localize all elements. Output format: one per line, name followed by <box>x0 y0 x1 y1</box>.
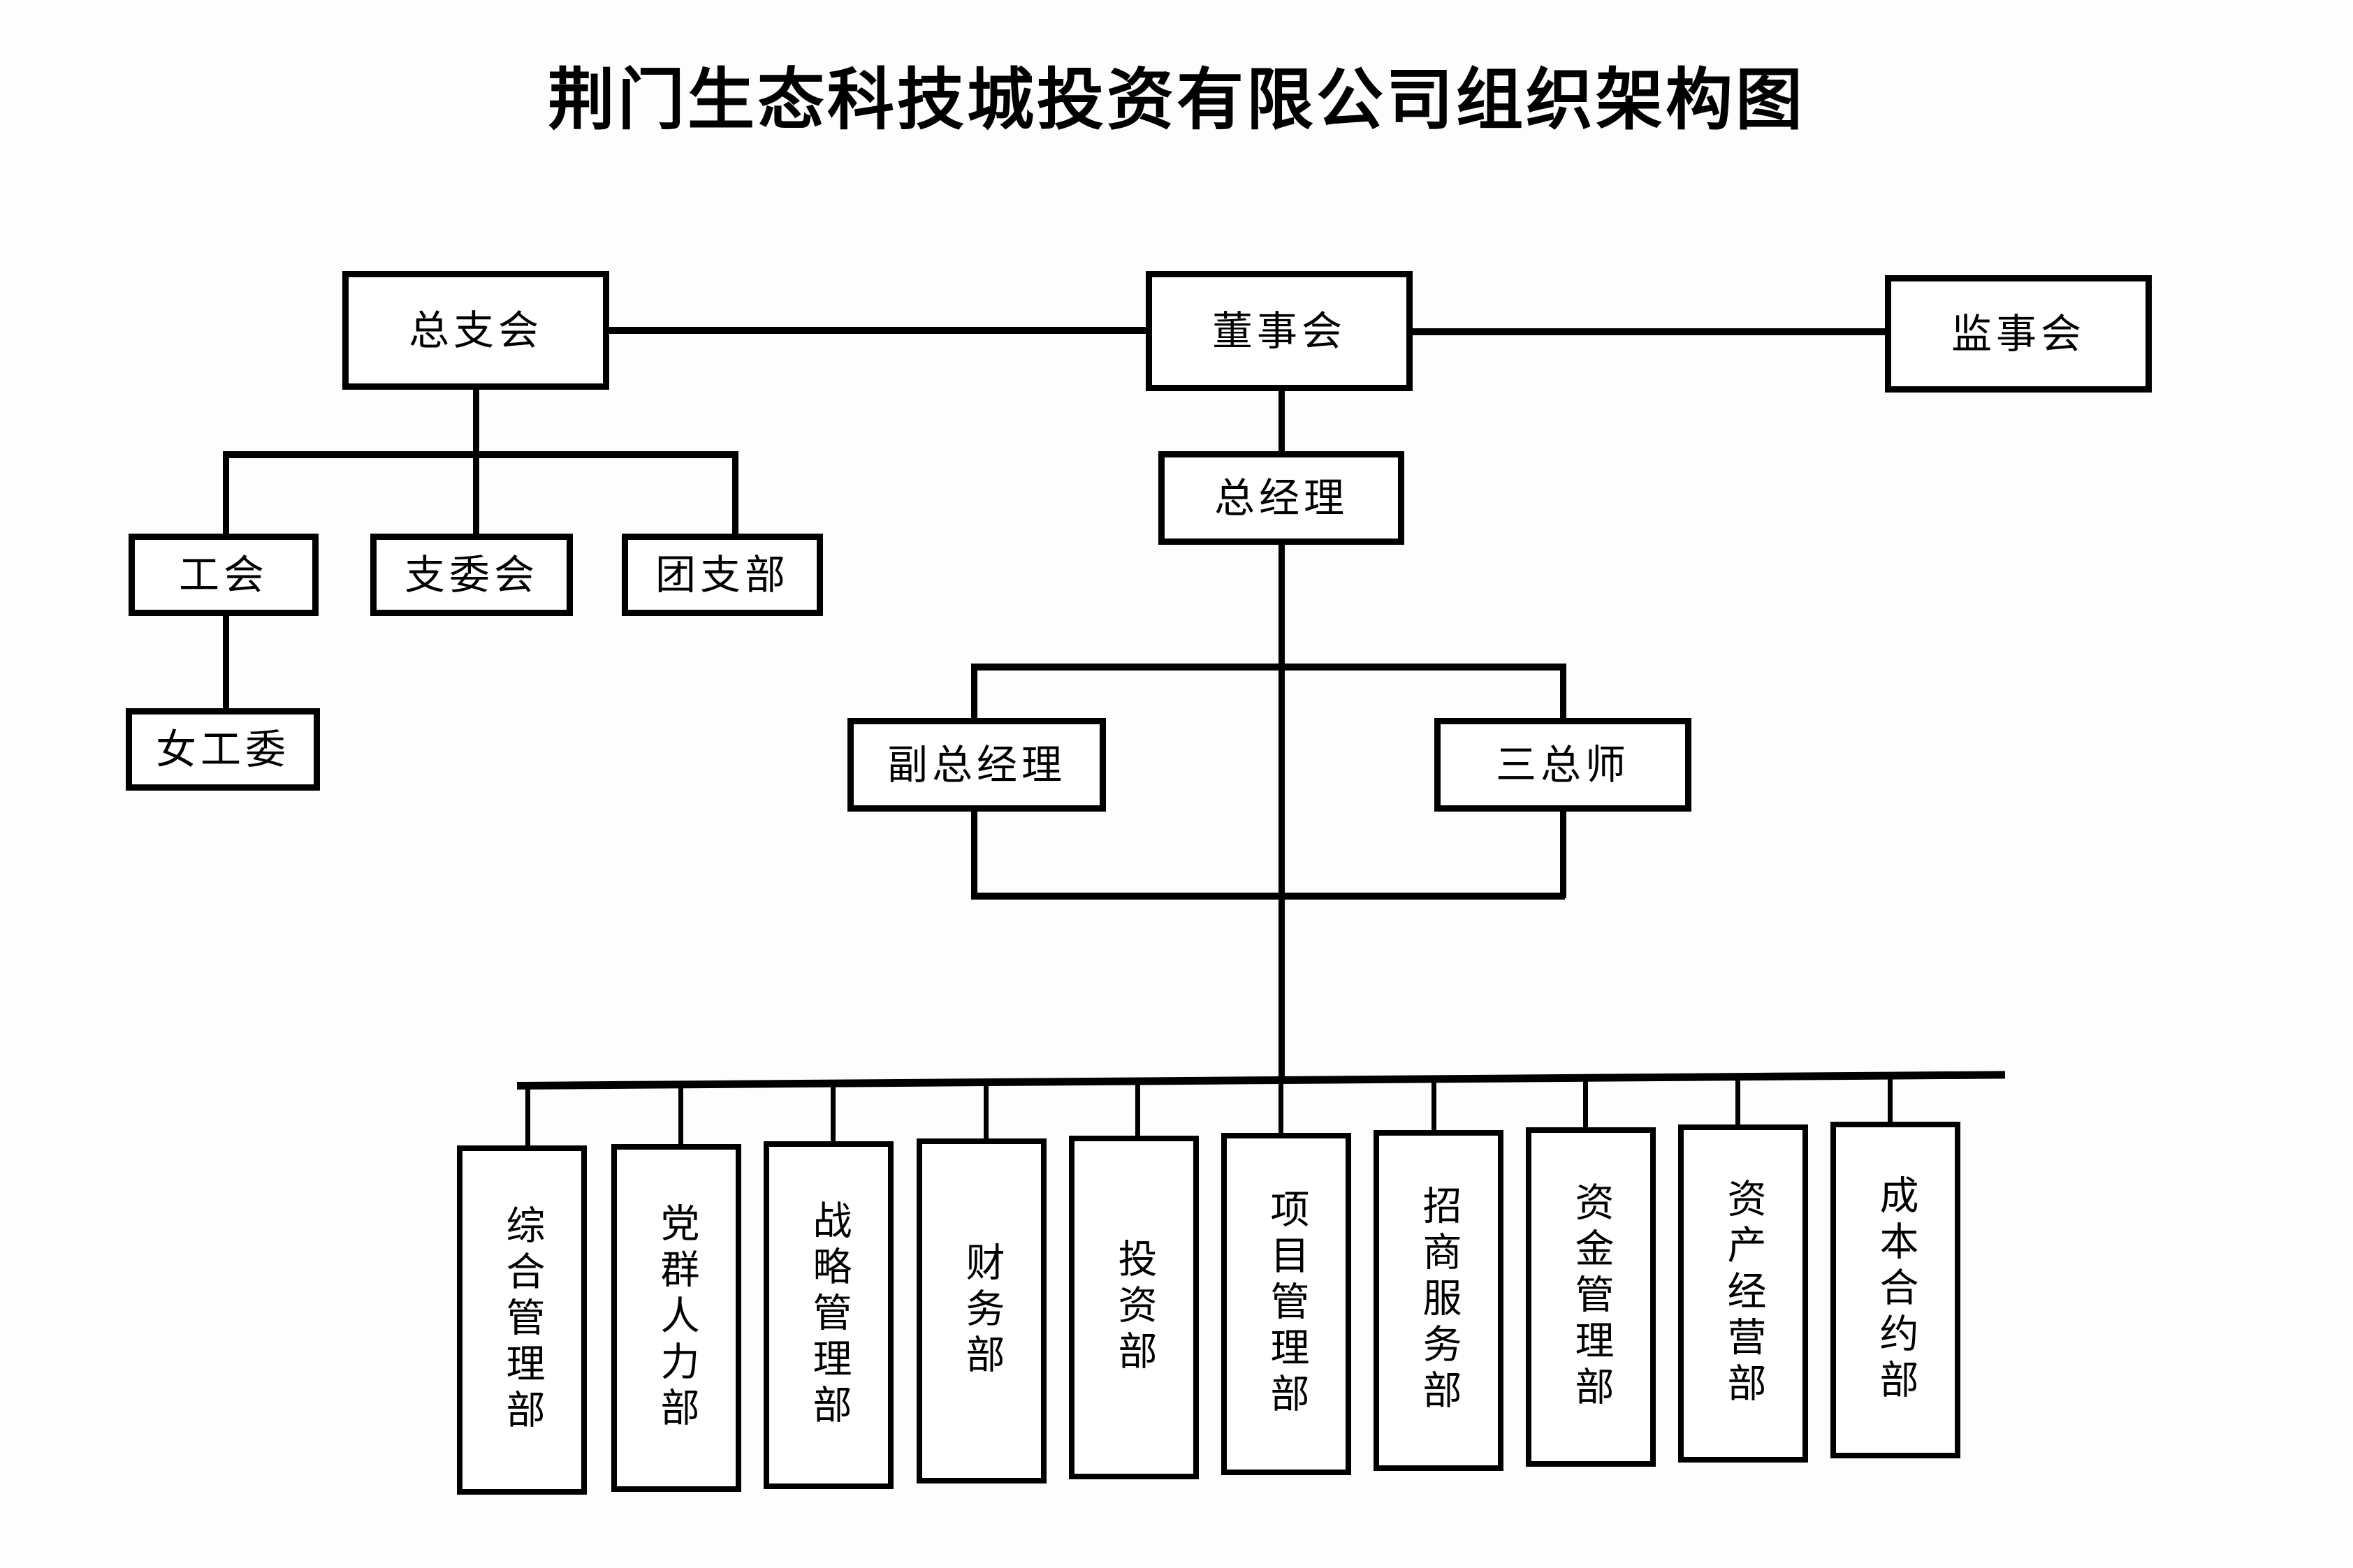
edge-to-three-chiefs <box>1560 664 1566 722</box>
edge-gm-split-bar-top <box>971 664 1565 671</box>
node-three-chiefs-label: 三总师 <box>1495 740 1630 789</box>
node-branch-committee[interactable]: 支委会 <box>370 534 573 616</box>
node-department-5[interactable]: 投资部 <box>1069 1136 1199 1479</box>
node-department-4-label: 财务部 <box>959 1242 1005 1380</box>
edge-drop-dept-9 <box>1735 1075 1740 1125</box>
edge-drop-dept-7 <box>1432 1078 1436 1131</box>
node-department-6-label: 项目管理部 <box>1264 1189 1309 1419</box>
node-department-9-label: 资产经营部 <box>1721 1178 1766 1409</box>
node-department-2-label: 党群人力部 <box>654 1203 699 1433</box>
chart-title: 荆门生态科技城投资有限公司组织架构图 <box>548 60 1805 139</box>
node-youth-league[interactable]: 团支部 <box>622 534 823 616</box>
node-department-3[interactable]: 战略管理部 <box>764 1141 894 1489</box>
node-union-label: 工会 <box>178 550 268 599</box>
edge-to-youth-league <box>732 451 738 536</box>
node-supervisors[interactable]: 监事会 <box>1885 275 2152 393</box>
node-deputy-gm[interactable]: 副总经理 <box>847 718 1106 812</box>
edge-drop-dept-5 <box>1135 1080 1140 1136</box>
edge-drop-dept-3 <box>831 1083 836 1142</box>
edge-to-branch-committee <box>473 451 479 536</box>
node-youth-league-label: 团支部 <box>655 550 789 599</box>
edge-drop-dept-10 <box>1888 1073 1893 1122</box>
node-department-5-label: 投资部 <box>1112 1238 1157 1377</box>
edge-union-to-women-committee <box>223 613 229 711</box>
node-women-committee[interactable]: 女工委 <box>126 708 320 791</box>
edge-drop-dept-8 <box>1583 1076 1588 1128</box>
node-department-8[interactable]: 资金管理部 <box>1526 1127 1656 1467</box>
node-department-4[interactable]: 财务部 <box>917 1138 1047 1483</box>
node-department-9[interactable]: 资产经营部 <box>1678 1124 1808 1463</box>
node-department-7-label: 招商服务部 <box>1416 1185 1462 1416</box>
edge-drop-dept-2 <box>678 1085 683 1144</box>
node-branch-committee-label: 支委会 <box>404 550 539 599</box>
edge-to-deputy-gm <box>971 664 977 722</box>
edge-board-to-gm <box>1279 388 1285 454</box>
node-board-label: 董事会 <box>1211 307 1346 355</box>
node-department-2[interactable]: 党群人力部 <box>611 1144 741 1492</box>
edge-to-union <box>223 451 229 536</box>
node-department-7[interactable]: 招商服务部 <box>1374 1130 1503 1471</box>
node-department-8-label: 资金管理部 <box>1568 1182 1614 1412</box>
node-party-branch[interactable]: 总支会 <box>342 271 609 390</box>
node-department-1-label: 综合管理部 <box>500 1205 545 1435</box>
edge-three-chiefs-down <box>1560 809 1566 898</box>
node-department-1[interactable]: 综合管理部 <box>457 1145 587 1495</box>
edge-gm-spine <box>1279 542 1285 1080</box>
edge-party-branch-stem <box>473 386 479 455</box>
edge-party-branch-distribution-bar <box>223 451 738 458</box>
edge-deputy-gm-down <box>971 809 977 898</box>
node-three-chiefs[interactable]: 三总师 <box>1434 718 1691 812</box>
edge-board-to-supervisors <box>1408 328 1889 335</box>
edge-gm-rejoin-bar <box>971 893 1565 900</box>
node-general-manager-label: 总经理 <box>1214 474 1348 522</box>
node-department-10-label: 成本合约部 <box>1873 1175 1918 1405</box>
edge-drop-dept-4 <box>984 1082 989 1139</box>
edge-drop-dept-1 <box>525 1087 530 1147</box>
edge-party-branch-to-board <box>605 327 1150 334</box>
edge-drop-dept-6 <box>1279 1079 1283 1134</box>
edge-department-distribution-bar <box>516 1062 2005 1097</box>
node-deputy-gm-label: 副总经理 <box>887 740 1066 789</box>
node-supervisors-label: 监事会 <box>1951 309 2085 358</box>
node-women-committee-label: 女工委 <box>155 725 290 773</box>
node-department-6[interactable]: 项目管理部 <box>1221 1133 1351 1475</box>
node-board[interactable]: 董事会 <box>1146 271 1413 391</box>
node-department-3-label: 战略管理部 <box>806 1200 852 1430</box>
node-union[interactable]: 工会 <box>129 534 319 616</box>
node-party-branch-label: 总支会 <box>408 306 543 354</box>
node-general-manager[interactable]: 总经理 <box>1158 451 1404 545</box>
node-department-10[interactable]: 成本合约部 <box>1830 1122 1960 1458</box>
